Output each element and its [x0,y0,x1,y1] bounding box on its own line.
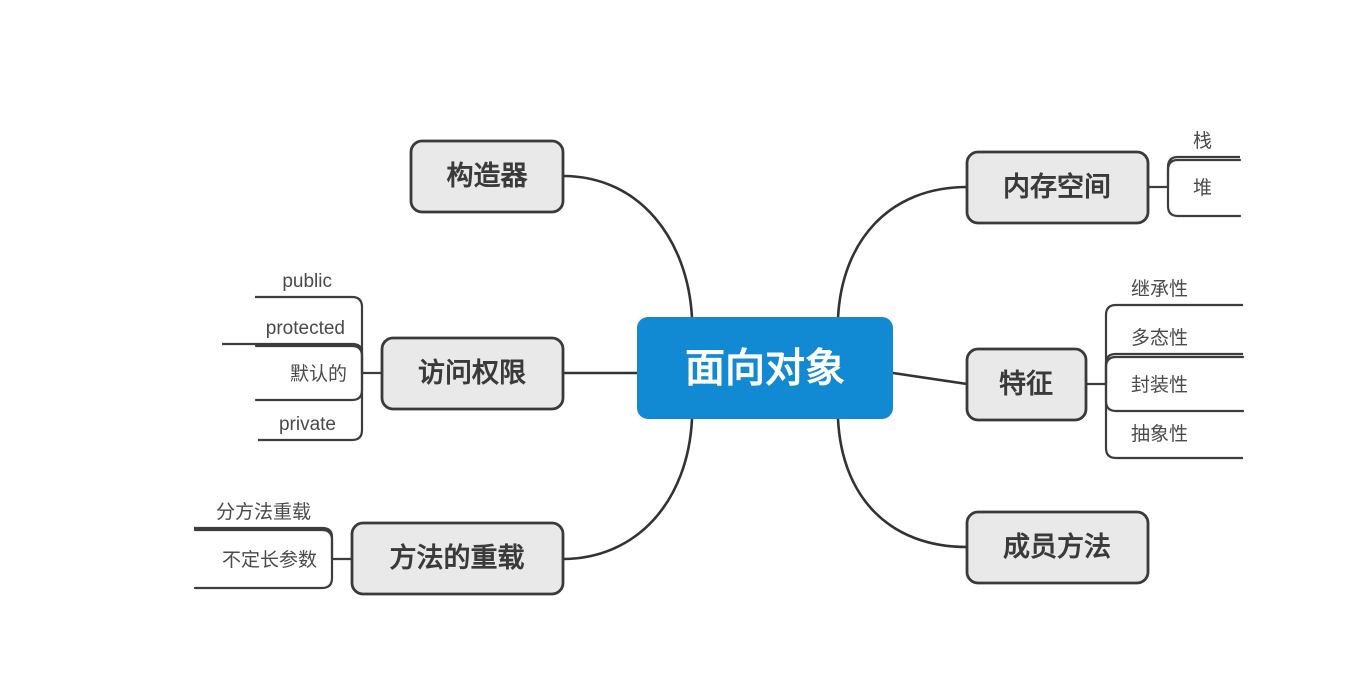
branch-node-fangwenquanxian-box[interactable] [380,336,565,411]
subconnectors-tezheng [1086,303,1245,460]
leaf-label-protected[interactable]: protected [266,318,345,339]
leaf-labels-tezheng: 继承性 多态性 封装性 抽象性 [1131,278,1188,445]
branch-node-chengyuanfangfa[interactable]: 成员方法 [965,510,1150,585]
subconnectors-neicunkongjian [1148,155,1242,218]
leaf-label-dui[interactable]: 堆 [1193,177,1212,199]
subconnectors-fangfadechongzai [193,526,352,590]
branch-node-gouzaoqi-box[interactable] [409,139,565,214]
connector-root-to-gouzaoqi [561,174,694,320]
leaf-label-jichengxing[interactable]: 继承性 [1131,278,1188,300]
connector-leaf-moren-top [254,344,364,375]
leaf-label-moren[interactable]: 默认的 [290,363,347,385]
branch-node-tezheng-box[interactable] [965,347,1088,422]
connector-leaf-dui-bottom [1166,185,1242,218]
branch-node-neicunkongjian-box[interactable] [965,150,1150,225]
leaf-labels-fangwenquanxian: public protected 默认的 private [266,271,347,435]
main-connectors [560,174,969,561]
branch-node-tezheng-label: 特征 [999,369,1053,399]
connector-leaf-private [258,373,364,442]
connector-root-to-neicunkongjian [836,185,969,320]
leaf-labels-neicunkongjian: 栈 堆 [1193,130,1212,199]
leaf-label-public[interactable]: public [282,271,332,292]
connector-root-to-chengyuanfangfa [836,417,969,549]
leaf-label-budingchangcanshu[interactable]: 不定长参数 [222,549,317,571]
leaf-label-chouxiangxing[interactable]: 抽象性 [1131,423,1188,445]
leaf-label-fengzhuangxing[interactable]: 封装性 [1131,374,1188,396]
connector-leaf-dui-top [1166,158,1242,189]
root-node-box[interactable] [637,317,893,419]
branch-node-chengyuanfangfa-label: 成员方法 [1003,531,1111,562]
connector-leaf-jichengxing [1104,303,1243,384]
branch-node-fangfadechongzai-label: 方法的重载 [390,542,525,573]
branch-node-neicunkongjian-label: 内存空间 [1003,171,1111,202]
leaf-label-private[interactable]: private [279,414,336,435]
connector-leaf-budingchangcanshu-top [193,528,334,561]
branch-node-fangwenquanxian[interactable]: 访问权限 [380,336,565,411]
branch-node-tezheng[interactable]: 特征 [965,347,1088,422]
connector-leaf-public [255,295,364,373]
connector-root-to-tezheng [891,371,969,386]
branch-node-fangfadechongzai[interactable]: 方法的重载 [350,521,565,596]
leaf-label-zhan[interactable]: 栈 [1193,130,1212,152]
root-node[interactable]: 面向对象 [637,317,893,419]
root-node-label: 面向对象 [685,347,845,391]
connector-leaf-fengzhuangxing-top [1104,355,1245,386]
branch-node-gouzaoqi-label: 构造器 [447,161,529,191]
leaf-labels-fangfadechongzai: 分方法重载 不定长参数 [216,501,317,571]
branch-node-gouzaoqi[interactable]: 构造器 [409,139,565,214]
leaf-label-duotaixing[interactable]: 多态性 [1131,327,1188,349]
connector-root-to-fangfadechongzai [560,417,694,561]
connector-leaf-chouxiangxing [1104,384,1243,460]
branch-node-fangfadechongzai-box[interactable] [350,521,565,596]
leaf-label-fenfangfachongzai[interactable]: 分方法重载 [216,501,311,523]
branch-node-neicunkongjian[interactable]: 内存空间 [965,150,1150,225]
connector-leaf-budingchangcanshu-bottom [193,557,334,590]
branch-node-fangwenquanxian-label: 访问权限 [418,358,526,388]
branch-node-chengyuanfangfa-box[interactable] [965,510,1150,585]
subconnectors-fangwenquanxian [222,295,382,442]
